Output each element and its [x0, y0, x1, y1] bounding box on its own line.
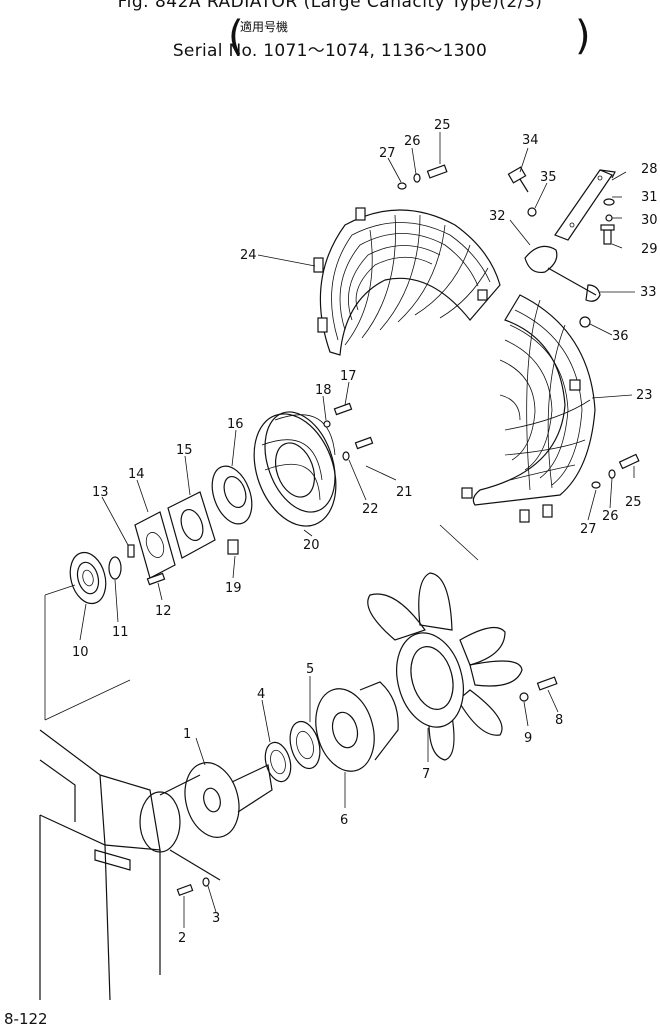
- callout-26-top: 26: [404, 134, 421, 149]
- callout-27-top: 27: [379, 146, 396, 161]
- callout-33: 33: [640, 285, 657, 300]
- mounting-bracket: [397, 164, 640, 489]
- page-number: 8-122: [4, 1010, 48, 1028]
- callout-1: 1: [183, 727, 191, 742]
- fan-shaft-assembly: [184, 681, 399, 838]
- callout-34: 34: [522, 133, 539, 148]
- applicable-models-label: 適用号機: [240, 20, 289, 34]
- serial-number-range: Serial No. 1071～1074, 1136～1300: [172, 41, 488, 61]
- bracket-close: ): [575, 13, 591, 59]
- callout-19: 19: [225, 581, 242, 596]
- callout-22: 22: [362, 502, 379, 517]
- callout-15: 15: [176, 443, 193, 458]
- callout-29: 29: [641, 242, 658, 257]
- callout-8: 8: [555, 713, 563, 728]
- callout-25-top: 25: [434, 118, 451, 133]
- callout-31: 31: [641, 190, 658, 205]
- fan-guard-lower: [461, 294, 596, 523]
- callout-2: 2: [178, 931, 186, 946]
- callout-9: 9: [524, 731, 532, 746]
- leader-lines: [79, 132, 635, 928]
- callout-27-right: 27: [580, 522, 597, 537]
- callout-24: 24: [240, 248, 257, 263]
- callout-16: 16: [227, 417, 244, 432]
- callout-18: 18: [315, 383, 332, 398]
- callout-21: 21: [396, 485, 413, 500]
- callout-7: 7: [422, 767, 430, 782]
- callout-10: 10: [72, 645, 89, 660]
- callout-36: 36: [612, 329, 629, 344]
- figure-title: Fig. 842A RADIATOR (Large Cahacity Type)…: [117, 0, 543, 12]
- fan-guard-upper: [313, 207, 501, 356]
- callout-20: 20: [303, 538, 320, 553]
- callout-17: 17: [340, 369, 357, 384]
- callout-35: 35: [540, 170, 557, 185]
- callout-3: 3: [212, 911, 220, 926]
- callout-25-right: 25: [625, 495, 642, 510]
- pulley-assembly: [69, 402, 374, 605]
- callout-30: 30: [641, 213, 658, 228]
- callout-26-right: 26: [602, 509, 619, 524]
- radiator-body: [39, 524, 479, 1001]
- callout-13: 13: [92, 485, 109, 500]
- callout-4: 4: [257, 687, 265, 702]
- callout-11: 11: [112, 625, 129, 640]
- callout-23: 23: [636, 388, 653, 403]
- callout-labels: 1 2 3 4 5 6 7 8 9 10 11 12 13 14 15 16 1…: [72, 118, 658, 946]
- cooling-fan: [367, 572, 558, 761]
- callout-28: 28: [641, 162, 658, 177]
- callout-32: 32: [489, 209, 506, 224]
- bracket-open: (: [228, 13, 244, 59]
- callout-14: 14: [128, 467, 145, 482]
- callout-6: 6: [340, 813, 348, 828]
- callout-12: 12: [155, 604, 172, 619]
- callout-5: 5: [306, 662, 314, 677]
